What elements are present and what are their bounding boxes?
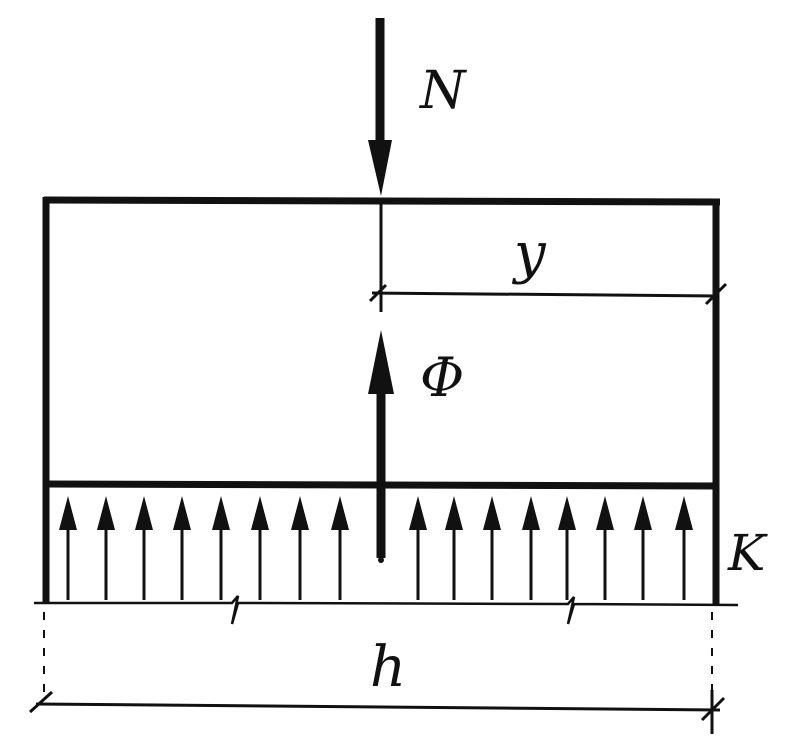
dimension-y [368, 282, 728, 306]
reaction-arrow [483, 496, 501, 600]
reaction-arrow [97, 496, 115, 600]
reaction-arrow [212, 496, 230, 600]
dimension-h [28, 612, 726, 734]
block-frame [34, 196, 739, 625]
reaction-arrow [675, 496, 693, 600]
reaction-arrow [558, 496, 576, 600]
reaction-arrow [445, 496, 463, 600]
reaction-arrow [251, 496, 269, 600]
force-n-arrow [368, 18, 392, 196]
reaction-arrow [634, 496, 652, 600]
label-k: K [727, 524, 768, 582]
reaction-arrow [135, 496, 153, 600]
label-y: y [511, 221, 547, 286]
reaction-arrow [59, 496, 77, 600]
reaction-arrow [409, 496, 427, 600]
force-phi-arrow [368, 330, 394, 563]
reaction-arrow [173, 496, 191, 600]
reaction-arrow [522, 496, 540, 600]
label-h: h [370, 635, 406, 700]
reaction-arrow [331, 496, 349, 600]
reaction-arrow [291, 496, 309, 600]
reaction-arrows [59, 496, 693, 600]
reaction-arrow [596, 496, 614, 600]
label-n: N [418, 61, 467, 121]
label-phi: Φ [420, 346, 464, 409]
ground-line [34, 595, 739, 625]
